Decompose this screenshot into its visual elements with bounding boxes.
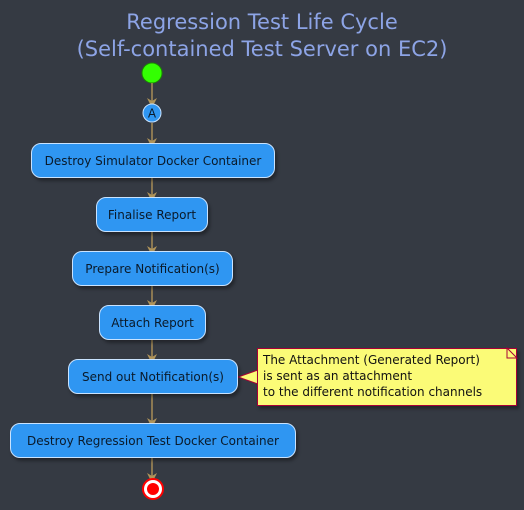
start-node	[141, 62, 163, 84]
note-line-2: is sent as an attachment	[263, 369, 413, 383]
activity-destroy-simulator-container: Destroy Simulator Docker Container	[31, 143, 275, 178]
note-pointer	[236, 369, 259, 385]
note-line-1: The Attachment (Generated Report)	[263, 353, 480, 367]
activity-attach-report: Attach Report	[99, 305, 206, 340]
activity-destroy-regression-container: Destroy Regression Test Docker Container	[10, 423, 296, 458]
diagram-title-line-1: Regression Test Life Cycle	[126, 10, 398, 34]
attachment-note: The Attachment (Generated Report) is sen…	[257, 348, 517, 406]
activity-prepare-notifications: Prepare Notification(s)	[72, 251, 233, 286]
connector-a	[142, 103, 162, 123]
diagram-title-line-2: (Self-contained Test Server on EC2)	[76, 37, 448, 61]
connector-a-label: A	[148, 107, 157, 121]
activity-finalise-report: Finalise Report	[96, 197, 208, 232]
note-line-3: to the different notification channels	[263, 385, 483, 399]
end-node-core	[147, 483, 159, 495]
activity-send-notifications: Send out Notification(s)	[68, 359, 238, 394]
